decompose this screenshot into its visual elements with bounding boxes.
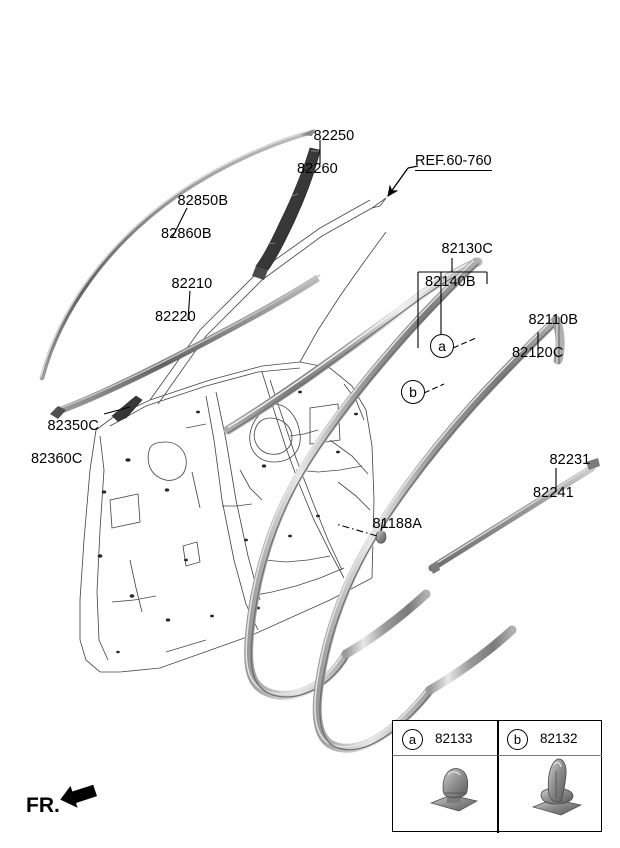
part-82110B-weatherstrip-right bbox=[312, 315, 565, 753]
reference-label: REF.60-760 bbox=[415, 153, 492, 171]
part-82210-belt-moulding bbox=[50, 274, 321, 419]
door-panel-outline bbox=[79, 361, 375, 673]
legend-circle-b: b bbox=[507, 729, 528, 750]
part-label-82850B: 82850B 82860B bbox=[161, 192, 229, 242]
part-82110B-weatherstrip-left bbox=[244, 257, 481, 700]
legend-circle-a: a bbox=[402, 729, 423, 750]
leader-lines bbox=[103, 140, 557, 537]
ref-leader-line bbox=[371, 165, 419, 209]
part-label-82231: 82231 82241 bbox=[533, 451, 591, 501]
part-82350C-delta-garnish bbox=[111, 395, 143, 422]
legend-number-b: 82132 bbox=[540, 731, 578, 746]
clip-legend-table: a 82133 b 82132 bbox=[392, 720, 602, 833]
pine-tree-clip-icon bbox=[531, 758, 583, 816]
part-label-82250: 82250 82260 bbox=[297, 127, 355, 177]
part-82850B-roof-moulding bbox=[39, 129, 315, 381]
legend-divider-horizontal-b bbox=[498, 755, 602, 757]
legend-divider-vertical bbox=[497, 721, 499, 833]
part-82250-garnish bbox=[252, 147, 321, 280]
part-label-82130C: 82130C 82140B bbox=[425, 240, 493, 290]
part-label-82110B: 82110B 82120C bbox=[512, 311, 579, 361]
part-label-82350C: 82350C 82360C bbox=[31, 417, 99, 467]
orientation-label: FR. bbox=[26, 794, 60, 817]
mushroom-clip-icon bbox=[429, 768, 478, 812]
part-82231-belt-rail bbox=[428, 458, 600, 574]
part-label-82210: 82210 82220 bbox=[155, 275, 213, 325]
arrow-left-icon bbox=[60, 784, 97, 808]
callout-circle-b: b bbox=[401, 380, 425, 404]
callout-circle-a: a bbox=[430, 334, 454, 358]
legend-number-a: 82133 bbox=[435, 731, 473, 746]
part-label-81188A: 81188A bbox=[372, 515, 423, 532]
legend-divider-horizontal-a bbox=[393, 755, 497, 757]
